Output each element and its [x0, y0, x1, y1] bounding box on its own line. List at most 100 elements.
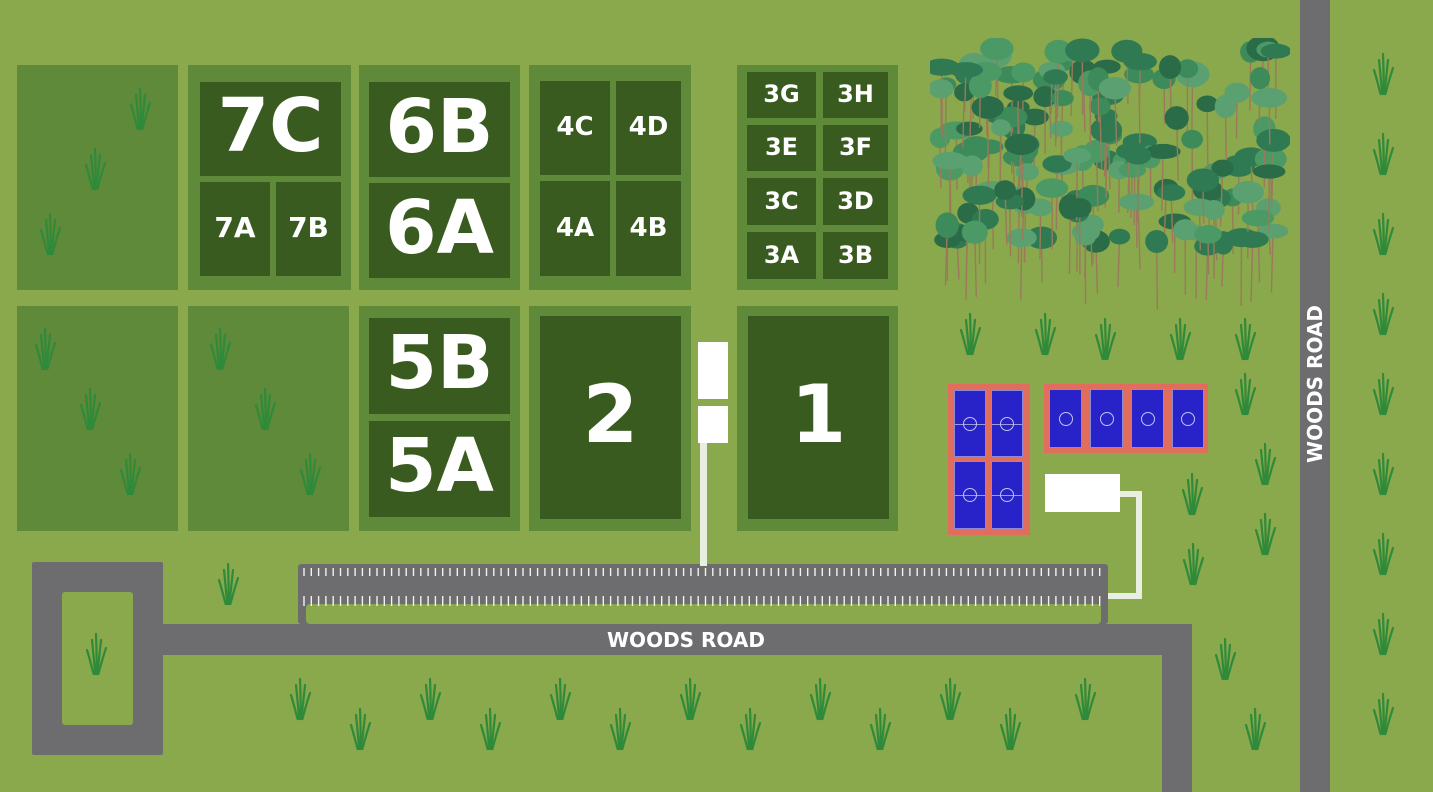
tree-icon [1252, 164, 1286, 234]
tree-icon [1067, 198, 1092, 275]
field-label: 2 [582, 367, 639, 461]
grass-tuft-icon [85, 632, 108, 676]
court-icon[interactable] [954, 390, 986, 457]
grass-tuft-icon [1074, 677, 1097, 721]
field-4b[interactable]: 4B [616, 181, 681, 276]
grass-tuft-icon [939, 677, 962, 721]
field-5b[interactable]: 5B [369, 318, 510, 414]
field-label: 7B [288, 210, 329, 244]
field-6a[interactable]: 6A [369, 183, 510, 278]
tree-icon [930, 79, 954, 133]
tree-icon [1236, 231, 1269, 302]
tree-icon [1202, 200, 1225, 279]
building-icon[interactable] [698, 342, 728, 399]
field-label: 3A [763, 240, 800, 269]
tree-icon [1044, 39, 1073, 118]
grass-tuft-icon [349, 707, 372, 751]
tree-icon [1251, 88, 1288, 145]
east-road-branch [1162, 624, 1192, 792]
tree-icon [1145, 229, 1169, 310]
tree-icon [1156, 184, 1186, 243]
field-7a[interactable]: 7A [200, 182, 270, 276]
field-7b[interactable]: 7B [276, 182, 341, 276]
grass-tuft-icon [1214, 637, 1237, 681]
tree-icon [994, 180, 1016, 245]
field-7c[interactable]: 7C [200, 82, 341, 176]
tree-icon [1159, 55, 1182, 112]
field-3h[interactable]: 3H [823, 72, 888, 118]
field-5a[interactable]: 5A [369, 421, 510, 517]
tree-icon [932, 151, 968, 222]
footpath-to-courts-h1 [1108, 593, 1142, 599]
field-4c[interactable]: 4C [540, 81, 610, 175]
parking-stalls [303, 568, 1101, 606]
tree-icon [1224, 82, 1250, 139]
grass-tuft-icon [1254, 512, 1277, 556]
grass-tuft-icon [289, 677, 312, 721]
footpath-to-courts-h2 [1118, 491, 1142, 497]
court-icon[interactable] [1090, 389, 1123, 448]
field-4a[interactable]: 4A [540, 181, 610, 276]
court-icon[interactable] [991, 461, 1023, 529]
field-3f[interactable]: 3F [823, 125, 888, 171]
building-icon[interactable] [1045, 474, 1120, 512]
tree-icon [948, 62, 983, 112]
grass-tuft-icon [1234, 372, 1257, 416]
grass-tuft-icon [959, 312, 982, 356]
field-label: 6A [385, 184, 494, 271]
field-label: 5A [385, 423, 494, 510]
court-icon[interactable] [954, 461, 986, 529]
grass-tuft-icon [1169, 317, 1192, 361]
grass-tuft-icon [1094, 317, 1117, 361]
field-label: 4A [555, 212, 595, 243]
tree-icon [961, 220, 988, 297]
tree-icon [1065, 38, 1100, 115]
tree-icon [1090, 117, 1123, 199]
court-icon[interactable] [1131, 389, 1164, 448]
court-icon[interactable] [1172, 389, 1204, 448]
grass-tuft-icon [299, 452, 322, 496]
tree-icon [1194, 225, 1222, 275]
grass-tuft-icon [217, 562, 240, 606]
field-3e[interactable]: 3E [747, 125, 816, 171]
grass-tuft-icon [1372, 292, 1395, 336]
field-3d[interactable]: 3D [823, 178, 888, 225]
grass-tuft-icon [549, 677, 572, 721]
field-4d[interactable]: 4D [616, 81, 681, 175]
tree-icon [1004, 133, 1038, 190]
building-icon[interactable] [698, 406, 728, 443]
vertical-road [1300, 0, 1330, 792]
field-3b[interactable]: 3B [823, 232, 888, 279]
court-icon[interactable] [991, 390, 1023, 457]
field-label: 3C [764, 186, 799, 215]
field-6b[interactable]: 6B [369, 82, 510, 177]
tree-icon [1035, 178, 1069, 250]
tree-icon [1145, 143, 1181, 211]
tree-icon [990, 119, 1011, 186]
tree-icon [1186, 168, 1220, 224]
field-3c[interactable]: 3C [747, 178, 816, 225]
parking-median [306, 604, 1101, 624]
field-3g[interactable]: 3G [747, 72, 816, 118]
grass-tuft-icon [1372, 132, 1395, 176]
grass-tuft-icon [1372, 452, 1395, 496]
field-label: 3D [837, 186, 874, 215]
field-label: 3B [838, 240, 873, 269]
tree-icon [1098, 76, 1131, 146]
field-label: 3G [763, 80, 800, 109]
grass-tuft-icon [739, 707, 762, 751]
grass-tuft-icon [1034, 312, 1057, 356]
tree-icon [1164, 106, 1189, 181]
grass-tuft-icon [39, 212, 62, 256]
tree-icon [1118, 193, 1155, 248]
grass-tuft-icon [1372, 532, 1395, 576]
court-icon[interactable] [1049, 389, 1082, 448]
field-1[interactable]: 1 [748, 316, 889, 519]
grass-tuft-icon [1244, 707, 1267, 751]
field-3a[interactable]: 3A [747, 232, 816, 279]
grass-tuft-icon [209, 327, 232, 371]
field-2[interactable]: 2 [540, 316, 681, 519]
grass-tuft-icon [679, 677, 702, 721]
tree-icon [1260, 43, 1290, 119]
